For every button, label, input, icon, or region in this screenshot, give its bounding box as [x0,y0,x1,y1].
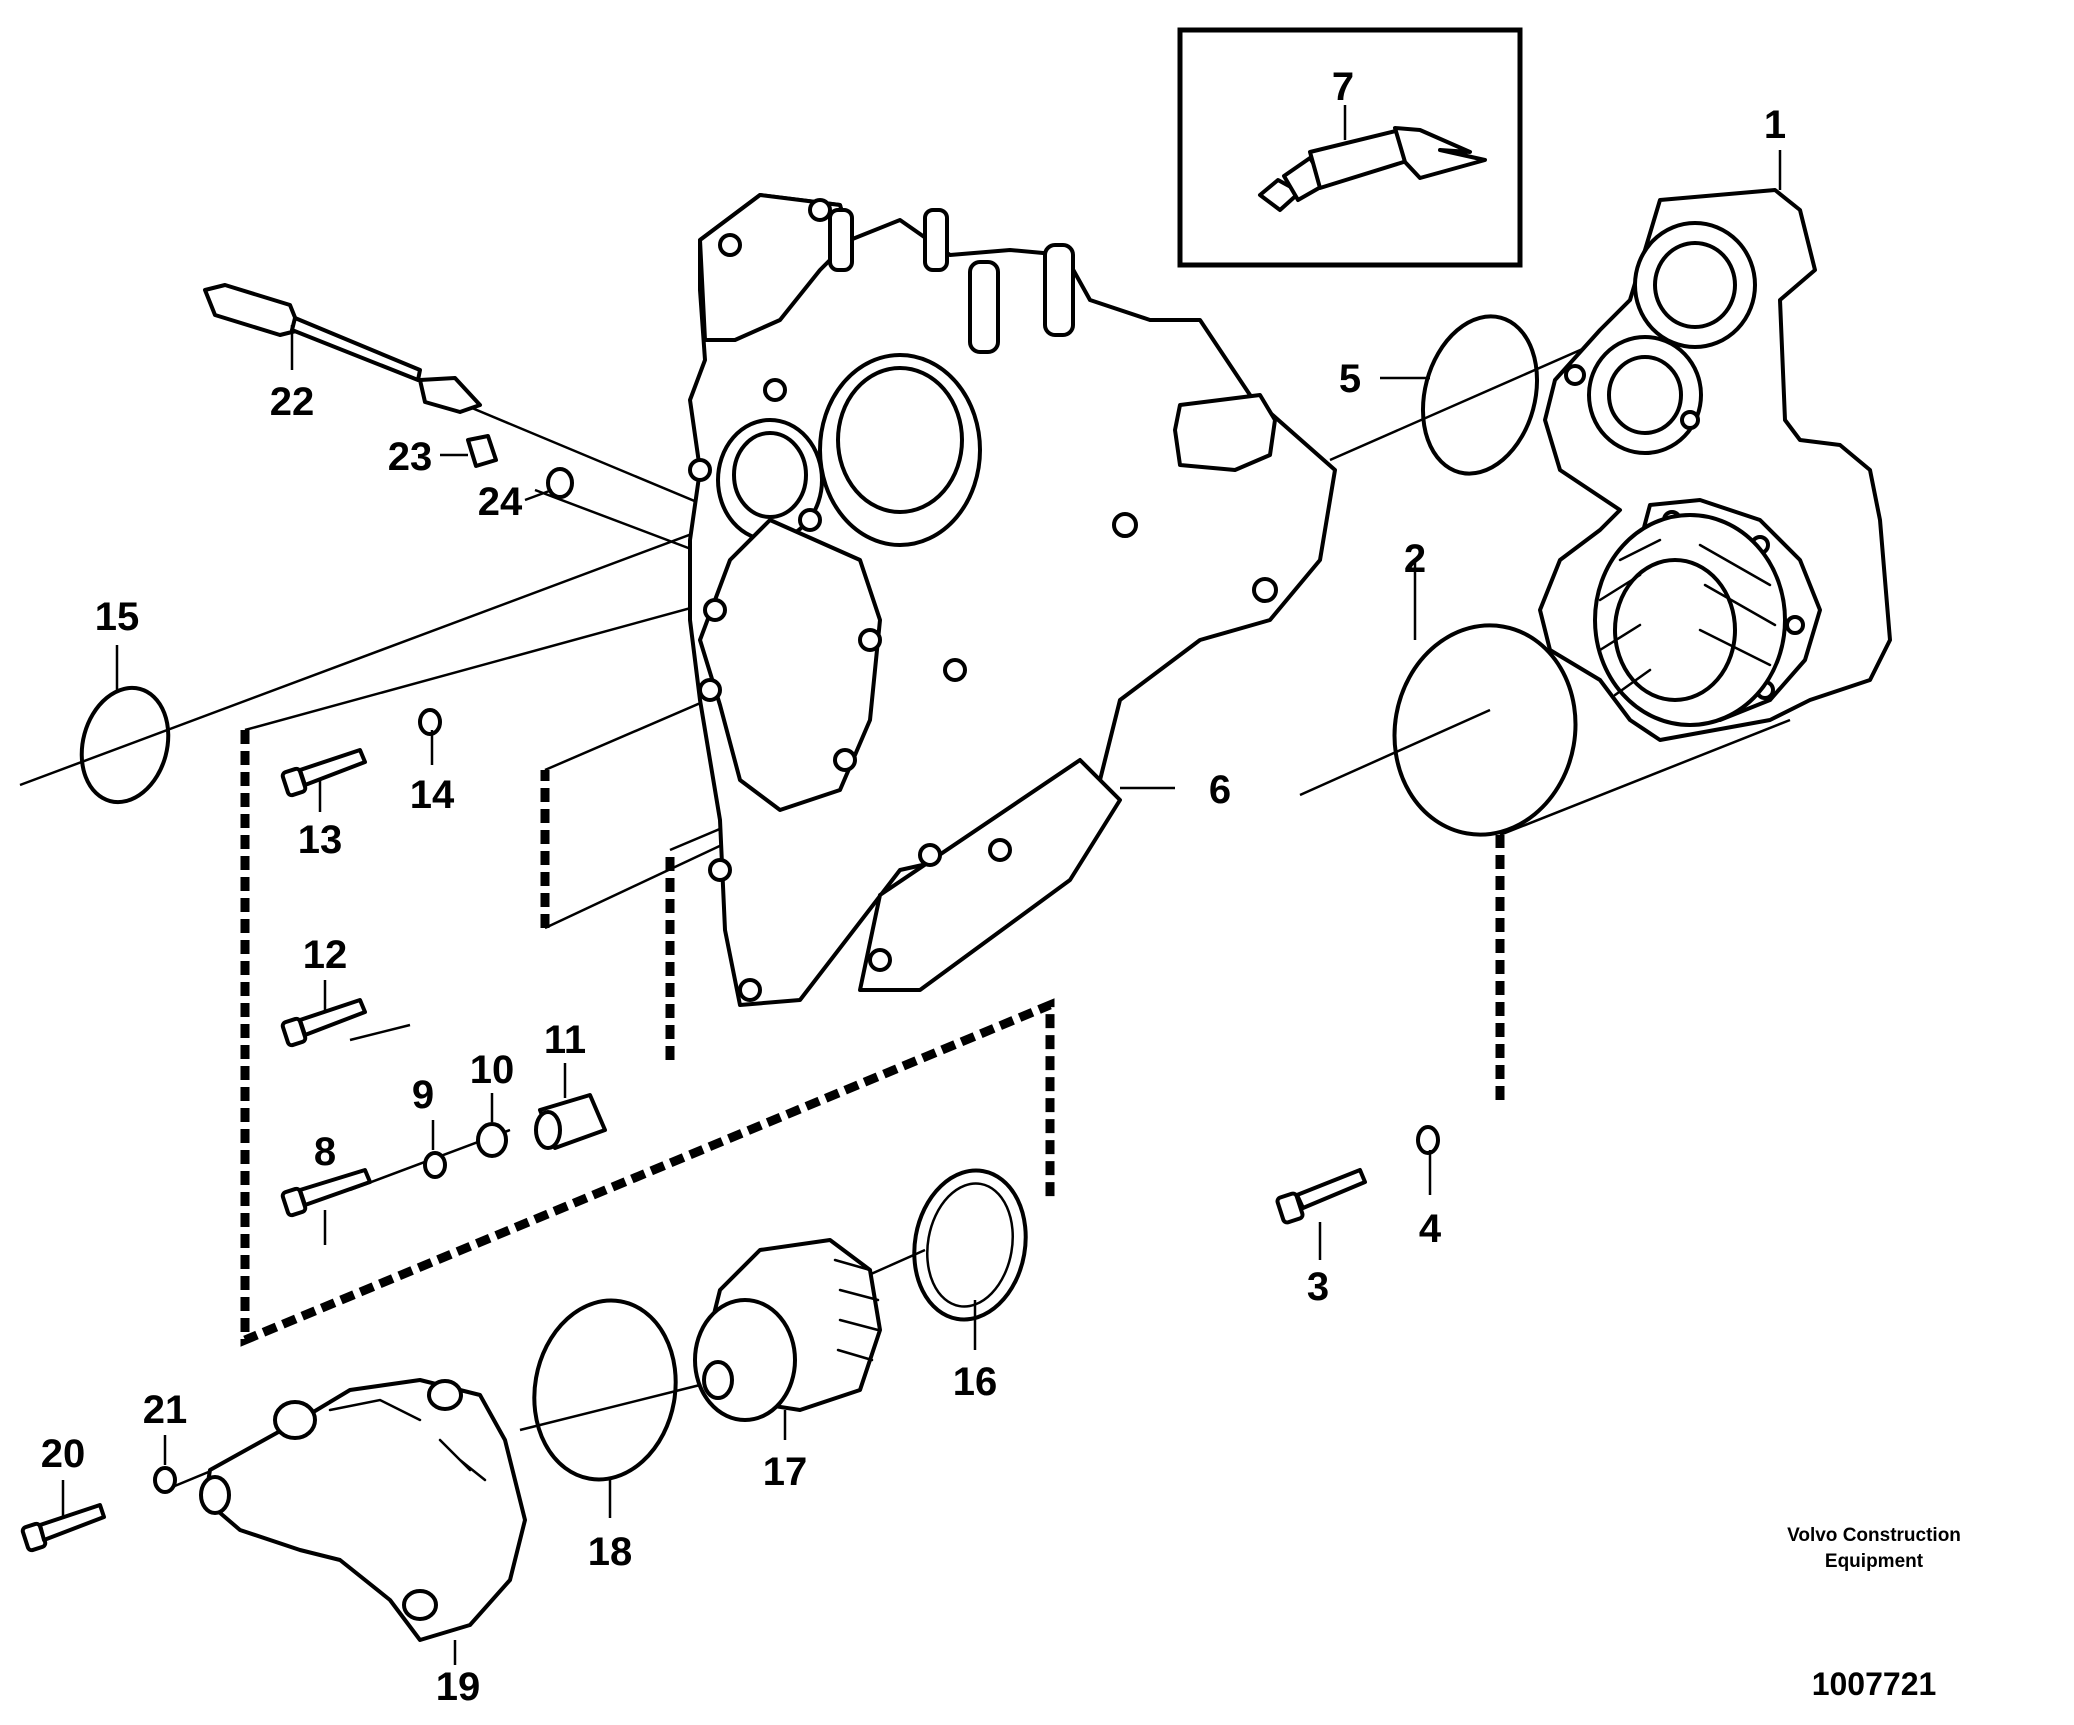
thermostat [693,1238,882,1422]
o-rings [79,314,1578,1482]
brand-line-1: Volvo Construction [1787,1525,1961,1546]
callout-5: 5 [1339,357,1361,401]
brand-line-2: Equipment [1824,1551,1924,1572]
callout-22: 22 [270,380,315,424]
callout-7: 7 [1332,65,1354,109]
callout-leaders [61,105,1782,1665]
callout-14: 14 [410,773,455,817]
callout-10: 10 [470,1048,515,1092]
callout-6: 6 [1209,768,1231,812]
callout-18: 18 [588,1530,633,1574]
callout-24: 24 [478,480,523,524]
callout-12: 12 [303,933,348,977]
brand-credit: Volvo Construction Equipment [1744,1523,2004,1575]
callout-labels: 1 2 3 4 5 6 7 8 9 10 11 12 13 14 15 16 1… [41,65,1786,1709]
callout-19: 19 [436,1665,481,1709]
callout-23: 23 [388,435,433,479]
callout-16: 16 [953,1360,998,1404]
sealant-tube-inset [1177,27,1523,268]
callout-9: 9 [412,1073,434,1117]
callout-1: 1 [1764,103,1786,147]
callout-8: 8 [314,1130,336,1174]
reference-number: 1007721 [1811,1666,1937,1702]
callout-11: 11 [544,1018,586,1062]
callout-4: 4 [1419,1207,1442,1251]
callout-20: 20 [41,1432,86,1476]
callout-2: 2 [1404,537,1426,581]
callout-15: 15 [95,595,140,639]
callout-13: 13 [298,818,343,862]
dashed-connectors [240,730,1505,1347]
thermostat-housing [199,1378,527,1642]
gear-housing [1538,188,1892,742]
callout-17: 17 [763,1450,808,1494]
callout-3: 3 [1307,1265,1329,1309]
fasteners [20,283,1440,1553]
timing-cover [688,193,1337,1007]
callout-21: 21 [143,1388,188,1432]
